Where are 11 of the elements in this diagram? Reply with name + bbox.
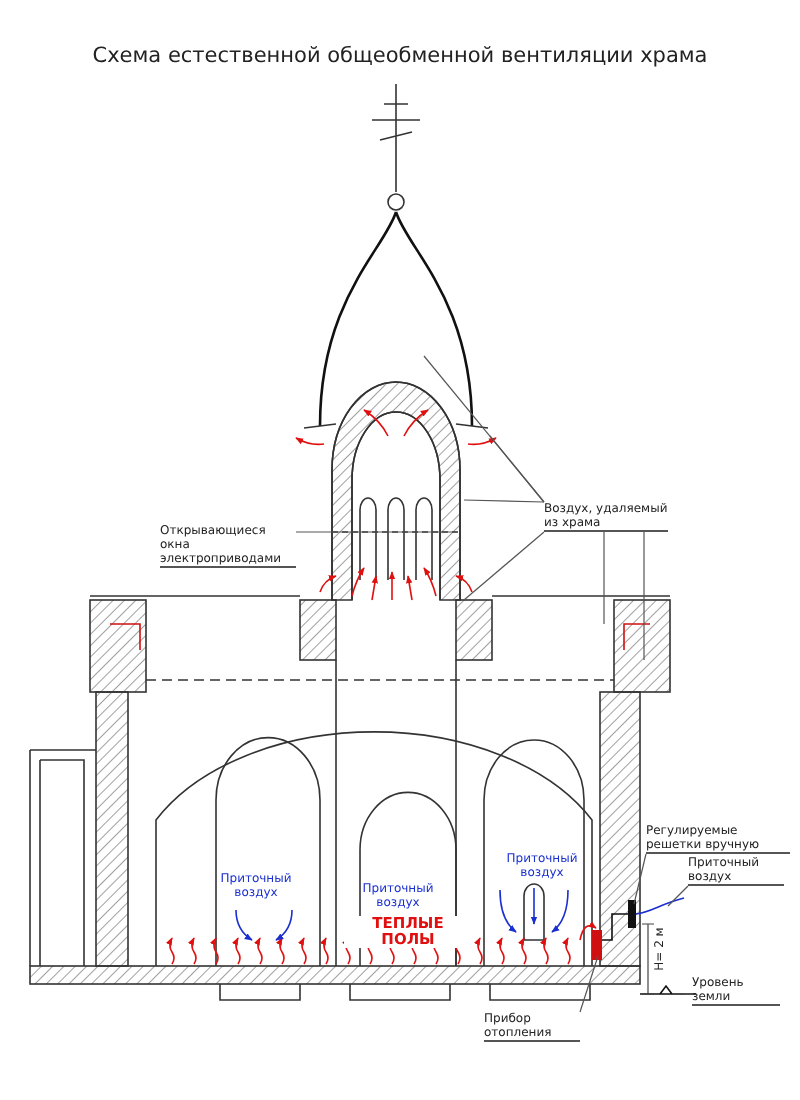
leader-line [643, 531, 645, 661]
leader-line [633, 853, 647, 905]
diagram-title: Схема естественной общеобменной вентиляции храма [90, 44, 710, 68]
leader-line [579, 955, 599, 1013]
leader-line [463, 499, 545, 503]
leader-line [295, 531, 457, 533]
leader-line [603, 531, 605, 625]
leader-line [683, 993, 693, 995]
leader-line [463, 531, 545, 601]
leader-line [667, 885, 689, 907]
leader-line [489, 435, 545, 503]
